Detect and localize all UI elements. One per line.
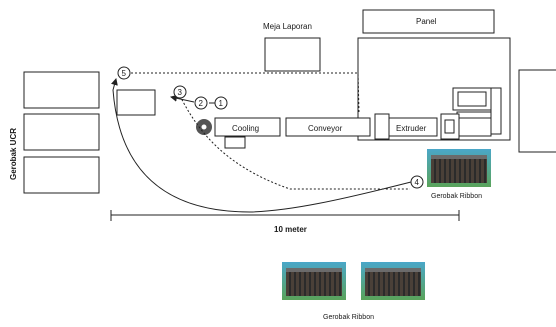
right-equipment bbox=[518, 69, 556, 153]
step-1-number: 1 bbox=[219, 99, 224, 108]
step-5-number: 5 bbox=[122, 69, 127, 78]
small-table bbox=[116, 89, 156, 116]
extruder-head bbox=[374, 113, 390, 140]
step-2-marker bbox=[194, 96, 208, 110]
step-3-marker bbox=[173, 85, 187, 99]
step-4-number: 4 bbox=[415, 178, 420, 187]
distance-label: 10 meter bbox=[274, 225, 307, 234]
step-5-marker bbox=[117, 66, 131, 80]
meja-laporan-table bbox=[264, 37, 321, 72]
gerobak-ucr-group bbox=[23, 71, 100, 194]
step-3-number: 3 bbox=[178, 88, 183, 97]
meja-laporan-label: Meja Laporan bbox=[263, 22, 312, 31]
extruder-barrel bbox=[458, 117, 492, 137]
gerobak-ribbon-image-1 bbox=[426, 148, 492, 188]
gerobak-ribbon-label-1: Gerobak Ribbon bbox=[431, 193, 482, 200]
step-4-marker bbox=[410, 175, 424, 189]
gerobak-ribbon-image-2 bbox=[281, 261, 347, 301]
extruder-label: Extruder bbox=[396, 124, 427, 133]
panel-label: Panel bbox=[416, 17, 437, 26]
cooling-base bbox=[224, 136, 246, 149]
gerobak-ribbon-image-3 bbox=[360, 261, 426, 301]
cooling-box bbox=[214, 117, 281, 137]
cooling-label: Cooling bbox=[232, 124, 259, 133]
ucr-cart-3 bbox=[23, 156, 100, 194]
ucr-cart-2 bbox=[23, 113, 100, 151]
drive-block bbox=[490, 87, 502, 135]
panel-box bbox=[362, 9, 495, 34]
motor-inner bbox=[457, 91, 487, 107]
conveyor-label: Conveyor bbox=[308, 124, 343, 133]
step-markers: 1 2 3 4 5 bbox=[117, 66, 424, 189]
extruder-box bbox=[388, 117, 438, 137]
distance-dimension bbox=[110, 210, 460, 221]
conveyor-box bbox=[285, 117, 371, 137]
gerobak-ucr-label: Gerobak UCR bbox=[9, 128, 18, 180]
step-2-number: 2 bbox=[199, 99, 204, 108]
gerobak-ribbon-label-2: Gerobak Ribbon bbox=[323, 314, 374, 321]
step-1-marker bbox=[214, 96, 228, 110]
ucr-cart-1 bbox=[23, 71, 100, 109]
